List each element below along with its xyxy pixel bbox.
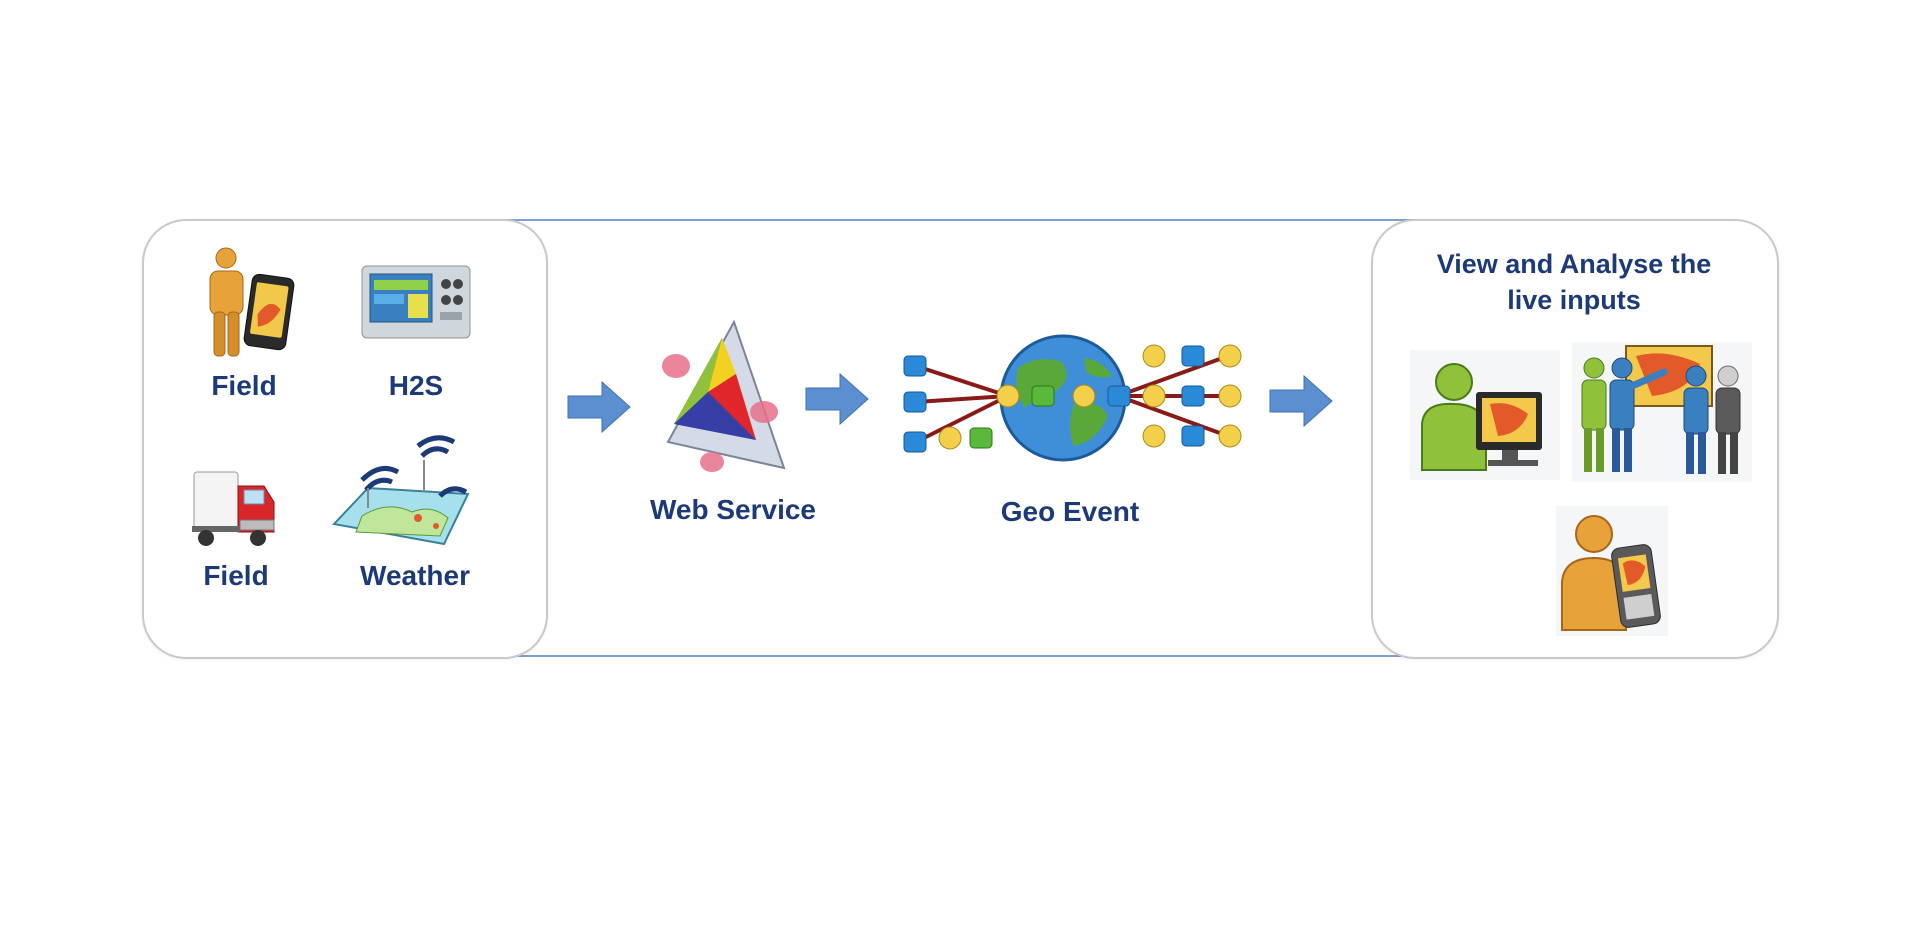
source-label-h2s: H2S [388,370,444,401]
mobile-user-icon [1556,506,1668,636]
truck-icon [188,468,278,550]
output-heading: View and Analyse the live inputs [1396,246,1752,318]
desktop-user-icon [1410,350,1560,480]
flow-arrow-icon [1268,374,1334,428]
source-label-field-1: Field [211,370,277,401]
source-label-weather: Weather [360,560,470,591]
output-heading-line-1: View and Analyse the [1436,249,1712,279]
source-label-field-2: Field [203,560,269,591]
frame-bottom-line [490,655,1440,657]
geo-event-label: Geo Event [1000,496,1140,527]
h2s-monitor-icon [360,262,472,342]
person-phone-icon [200,246,300,364]
weather-map-icon [328,432,478,548]
web-service-label: Web Service [649,494,817,525]
frame-top-line [490,219,1440,221]
team-presentation-icon [1572,342,1752,482]
flow-arrow-icon [804,372,870,426]
web-service-prism-icon [648,318,798,478]
flow-arrow-icon [566,380,632,434]
globe-network-icon [898,334,1248,464]
output-heading-line-2: live inputs [1507,285,1641,315]
